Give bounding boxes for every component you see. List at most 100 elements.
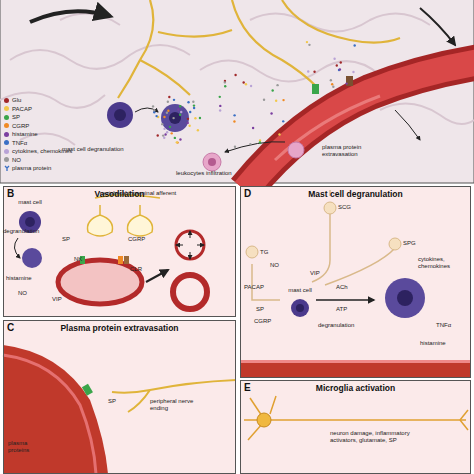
vessel-ring-dilated	[173, 275, 207, 309]
molecule-dot	[179, 114, 181, 116]
molecule-dot	[331, 83, 333, 85]
vessel-section	[58, 260, 142, 304]
molecule-dot	[233, 120, 235, 122]
legend-swatch	[4, 149, 9, 154]
molecule-dot	[332, 86, 334, 88]
panel-letter: B	[7, 188, 14, 199]
legend-label: histamine	[12, 131, 38, 137]
panel-c-bg	[3, 320, 236, 474]
panel-letter: E	[244, 382, 251, 393]
annotation-label: SP	[256, 306, 271, 313]
molecule-dot	[167, 110, 169, 112]
molecule-dot	[340, 61, 342, 63]
mast-cell	[291, 299, 309, 317]
molecule-dot	[176, 141, 178, 143]
ganglion-neuron	[324, 202, 336, 214]
molecule-dot	[224, 81, 226, 83]
panel-title: Mast cell degranulation	[241, 187, 470, 199]
molecule-dot	[250, 85, 252, 87]
legend-entry: histamine	[4, 130, 72, 139]
molecule-dot	[163, 128, 165, 130]
legend-entry: PACAP	[4, 105, 72, 114]
molecule-dot	[252, 127, 254, 129]
legend-label: NO	[12, 157, 21, 163]
annotation-label: cytokines, chemokines	[418, 256, 466, 269]
blood-vessel	[240, 362, 471, 378]
molecule-dot	[234, 74, 236, 76]
molecule-dot	[259, 141, 261, 143]
cell-label: mast cell	[12, 199, 48, 206]
molecule-dot	[194, 117, 196, 119]
cell-label: mast cell	[283, 287, 317, 294]
annotation-label: degranulation	[3, 228, 43, 235]
legend-label: Glu	[12, 97, 21, 103]
molecule-dot	[192, 101, 194, 103]
blood-vessel	[3, 345, 108, 474]
annotation-label: TNFα	[436, 322, 461, 329]
flow-arrow	[30, 11, 110, 22]
molecule-dot	[278, 133, 280, 135]
molecule-dot	[224, 85, 226, 87]
molecule-dot	[152, 105, 154, 107]
receptor	[312, 84, 319, 94]
mast-cell	[107, 102, 133, 128]
annotation-label: CGRP	[128, 236, 153, 243]
annotation-label: histamine	[6, 275, 41, 282]
molecule-dot	[353, 44, 355, 46]
molecule-dot	[313, 70, 315, 72]
panel-b-bg	[3, 186, 236, 317]
molecule-dot	[169, 126, 171, 128]
molecule-dot	[166, 111, 168, 113]
molecule-dot	[171, 132, 173, 134]
panel-e-bg	[240, 380, 471, 474]
ganglion-neuron	[389, 238, 401, 250]
mast-cell-degranulating	[385, 278, 425, 318]
nerve-ending	[112, 380, 236, 412]
molecule-dot	[188, 125, 190, 127]
annotation-label: leukocytes infiltration	[176, 170, 246, 177]
mast-cell-degranulating	[22, 248, 42, 268]
molecule-dot	[155, 115, 157, 117]
molecule-dot	[180, 111, 182, 113]
legend-swatch	[4, 157, 9, 162]
molecule-dot	[249, 143, 251, 145]
annotation-label: plasma protein extravasation	[322, 144, 382, 157]
molecule-dot	[166, 131, 168, 133]
molecule-dot	[271, 89, 273, 91]
blood-vessel	[245, 62, 474, 190]
legend-entry: CGRP	[4, 122, 72, 131]
legend-swatch	[4, 115, 9, 120]
molecule-dot	[245, 83, 247, 85]
panel-d-bg	[240, 186, 471, 378]
molecule-dot	[307, 70, 309, 72]
neuron-body	[257, 413, 271, 427]
annotation-label: mast cell degranulation	[62, 146, 142, 153]
molecule-dot	[233, 114, 235, 116]
annotation-label: histamine	[420, 340, 455, 347]
molecule-dot	[330, 79, 332, 81]
molecule-dot	[163, 116, 165, 118]
panel-box: DMast cell degranulationmast cell	[240, 186, 471, 378]
molecule-dot	[306, 41, 308, 43]
legend-symbol	[4, 165, 10, 171]
vessel-ring	[176, 231, 204, 259]
molecule-dot	[163, 137, 165, 139]
molecule-dot	[219, 96, 221, 98]
legend-swatch	[4, 106, 9, 111]
annotation-label: ACh	[336, 284, 351, 291]
annotation-label: NO	[18, 290, 33, 297]
annotation-label: SCG	[338, 204, 358, 211]
molecule-dot	[338, 69, 340, 71]
legend-swatch	[4, 132, 9, 137]
leukocyte	[288, 142, 304, 158]
annotation-label: SP	[108, 398, 123, 405]
molecule-dot	[189, 111, 191, 113]
nucleus	[25, 217, 35, 227]
legend-label: SP	[12, 114, 20, 120]
legend-swatch	[4, 98, 9, 103]
molecule-dot	[197, 129, 199, 131]
molecule-dot	[173, 99, 175, 101]
molecule-dot	[177, 108, 179, 110]
